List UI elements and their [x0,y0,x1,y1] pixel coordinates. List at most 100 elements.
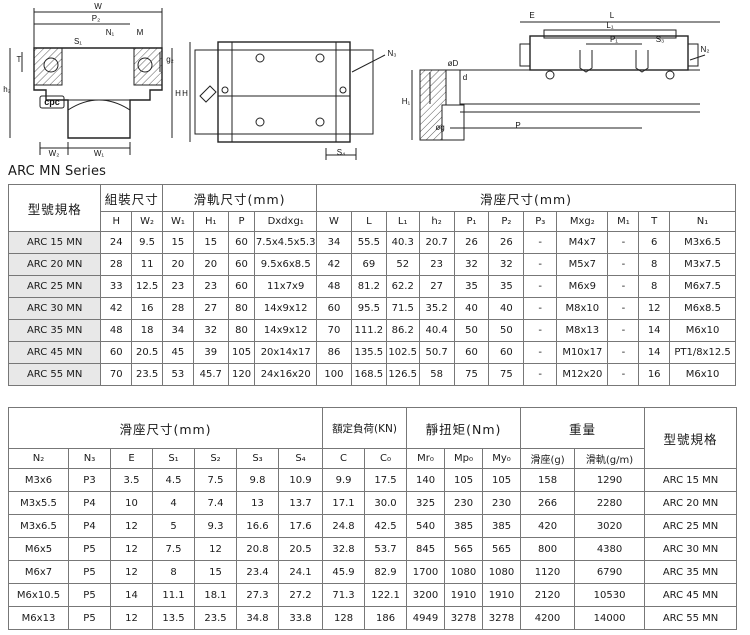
dimension-table-2: 滑座尺寸(mm) 額定負荷(KN) 靜扭矩(Nm) 重量 型號規格 N₂ N₃ … [7,407,738,630]
table-cell: 28 [162,297,194,320]
dimension-table-1: 型號規格 組裝尺寸 滑軌尺寸(mm) 滑座尺寸(mm) H W₂ W₁ H₁ P… [7,184,736,386]
table-cell: 2120 [520,583,576,607]
table-cell: 42 [100,297,133,320]
table2-col-header: S₁ [152,448,195,469]
table-cell: 14 [638,341,671,364]
table2-col-header: S₃ [236,448,279,469]
table-cell: 1290 [574,468,646,492]
table-cell: 3200 [406,583,446,607]
table-cell: 11.1 [152,583,195,607]
table-cell: 20.5 [131,341,163,364]
svg-text:P₂: P₂ [92,14,100,23]
table1-col-header: L [350,211,387,232]
table-cell: 50 [453,319,490,342]
table-cell: M6x7.5 [669,275,736,298]
table-cell: 26 [488,231,525,254]
table-cell: M3x6 [8,468,69,492]
table-cell: ARC 20 MN [7,253,102,276]
table-cell: M5x7 [556,253,609,276]
table-cell: 186 [364,606,408,630]
table-cell: - [523,363,558,386]
table-cell: 40 [488,297,525,320]
table-cell: 42.5 [364,514,408,538]
table-cell: 1910 [444,583,484,607]
table-cell: 325 [406,491,446,515]
table-cell: 32 [488,253,525,276]
table-cell: 4949 [406,606,446,630]
table-cell: 126.5 [385,363,420,386]
table1-col-header: Dxdxg₁ [254,211,318,232]
table2-col-header: S₂ [194,448,237,469]
table-cell: 12 [110,606,153,630]
table1-col-header: Mxg₂ [556,211,609,232]
table-cell: 23 [162,275,194,298]
table-cell: 70 [316,319,352,342]
table-cell: 385 [482,514,522,538]
table-cell: - [607,363,640,386]
table-cell: 80 [227,319,256,342]
table-cell: 1120 [520,560,576,584]
svg-text:S₁: S₁ [74,37,82,46]
table2-header-load: 額定負荷(KN) [322,407,408,449]
table-cell: 15 [162,231,194,254]
table-cell: 18.1 [194,583,237,607]
table-cell: - [523,253,558,276]
svg-text:g₂: g₂ [166,55,174,64]
table-cell: 45.9 [322,560,366,584]
table-cell: 20 [162,253,194,276]
table-cell: M6x5 [8,537,69,561]
table-cell: 10 [110,491,153,515]
table-cell: 7.5 [194,468,237,492]
table-cell: 15 [194,560,237,584]
table-cell: 9.5x6x8.5 [254,253,318,276]
table1-col-header: N₁ [669,211,736,232]
table-cell: - [523,231,558,254]
table-cell: P5 [68,537,111,561]
table-cell: 1700 [406,560,446,584]
table2-col-header: E [110,448,153,469]
table1-col-header: P₂ [488,211,525,232]
table-cell: 12.5 [131,275,163,298]
table-cell: 27 [192,297,229,320]
table-cell: 105 [482,468,522,492]
table-cell: 75 [453,363,490,386]
table-cell: 14 [110,583,153,607]
table-cell: 81.2 [350,275,387,298]
table-cell: 60 [227,231,256,254]
table-cell: 71.3 [322,583,366,607]
table-cell: 10.9 [277,468,324,492]
table-cell: - [607,297,640,320]
table-cell: 34 [316,231,352,254]
table-cell: 8 [638,253,671,276]
table-cell: ARC 35 MN [644,560,738,584]
table-cell: 23 [418,253,455,276]
svg-text:W₁: W₁ [94,149,105,158]
table-cell: 34 [162,319,194,342]
table-cell: 24.1 [277,560,324,584]
table-cell: 27.2 [277,583,324,607]
table-cell: 50 [488,319,525,342]
svg-text:W: W [94,2,102,11]
table-cell: 168.5 [350,363,387,386]
table-cell: ARC 20 MN [644,491,738,515]
table1-col-header: W [316,211,352,232]
table-cell: 32 [453,253,490,276]
svg-text:øD: øD [448,59,459,68]
table-cell: 7.4 [194,491,237,515]
table-cell: 16 [131,297,163,320]
table-cell: 17.5 [364,468,408,492]
svg-text:N₃: N₃ [387,49,396,58]
table-cell: 266 [520,491,576,515]
table2-col-header: C [322,448,366,469]
svg-text:L: L [610,11,615,20]
table-cell: 9.9 [322,468,366,492]
table-cell: 32.8 [322,537,366,561]
table-cell: 52 [385,253,420,276]
table-cell: - [523,319,558,342]
table-cell: 158 [520,468,576,492]
table2-group-header-row: 滑座尺寸(mm) 額定負荷(KN) 靜扭矩(Nm) 重量 型號規格 [7,407,738,469]
table-cell: M3x7.5 [669,253,736,276]
